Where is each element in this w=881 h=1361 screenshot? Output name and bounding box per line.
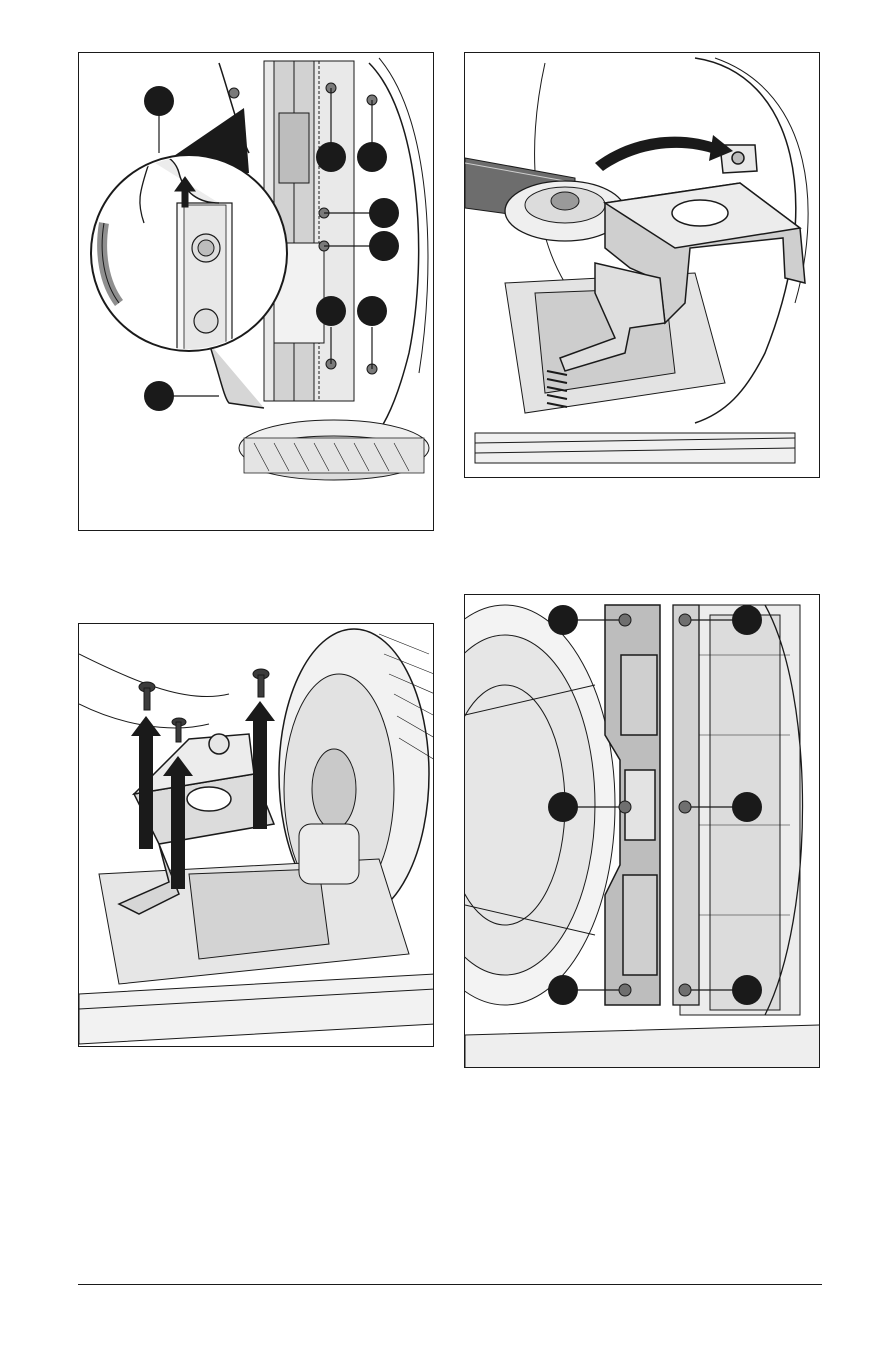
screw-icon	[139, 669, 269, 742]
figure-4-illustration	[465, 595, 820, 1068]
figure-4-panel	[464, 594, 820, 1068]
footer-rule	[78, 1284, 822, 1285]
figure-1-illustration	[79, 53, 434, 531]
figure-1-panel	[78, 52, 434, 531]
figure-2-panel	[464, 52, 820, 478]
figure-2-illustration	[465, 53, 820, 478]
figure-3-panel	[78, 623, 434, 1047]
figure-3-illustration	[79, 624, 434, 1047]
rotate-arrow-icon	[595, 135, 733, 171]
